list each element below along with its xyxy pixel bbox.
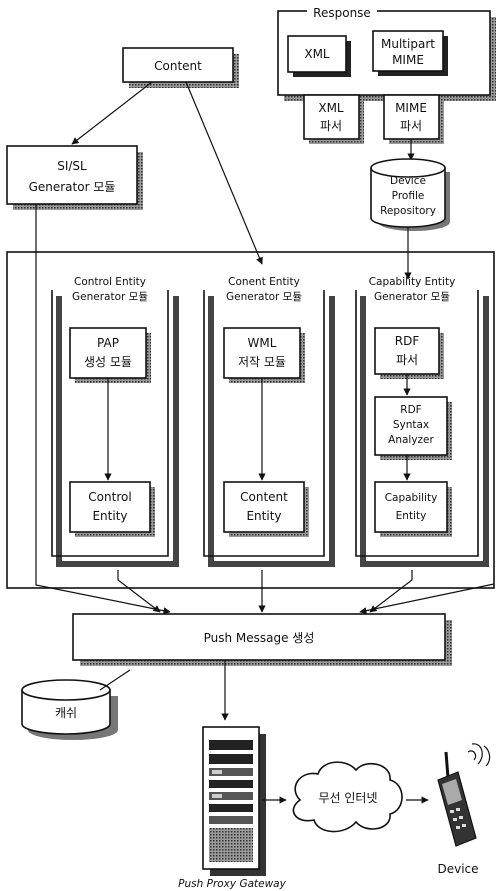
svg-text:Generator 모듈: Generator 모듈 <box>72 291 148 303</box>
svg-text:Content: Content <box>154 59 202 73</box>
svg-text:Capability Entity: Capability Entity <box>369 276 456 288</box>
content-box: Content <box>123 48 239 88</box>
ppg-label: Push Proxy Gateway <box>178 878 286 890</box>
svg-text:Capability: Capability <box>385 492 438 504</box>
svg-text:Content: Content <box>240 490 288 504</box>
cache-cylinder: 캐쉬 <box>22 680 118 740</box>
capability-entity-generator: Capability Entity Generator 모듈 RDF 파서 RD… <box>356 276 486 564</box>
mime-parser: MIME 파서 <box>384 95 444 144</box>
response-title: Response <box>313 6 371 20</box>
svg-text:Control Entity: Control Entity <box>74 276 146 288</box>
svg-text:RDF: RDF <box>395 334 420 348</box>
push-message-box: Push Message 생성 <box>73 614 452 666</box>
server-icon <box>203 727 266 876</box>
svg-text:RDF: RDF <box>400 404 421 416</box>
svg-text:Analyzer: Analyzer <box>388 434 434 446</box>
svg-text:파서: 파서 <box>320 119 342 133</box>
svg-text:Syntax: Syntax <box>393 419 429 431</box>
svg-text:Push Message 생성: Push Message 생성 <box>204 631 315 645</box>
svg-text:생성 모듈: 생성 모듈 <box>84 355 132 369</box>
svg-text:SI/SL: SI/SL <box>57 159 87 173</box>
svg-text:PAP: PAP <box>97 336 119 350</box>
capability-entity-box <box>375 482 447 532</box>
svg-text:Entity: Entity <box>396 510 427 522</box>
cloud-icon: 무선 인터넷 <box>293 762 402 831</box>
response-group: Response XML Multipart MIME <box>278 5 496 101</box>
svg-text:WML: WML <box>248 336 277 350</box>
svg-text:XML: XML <box>318 101 344 115</box>
wireless-internet-label: 무선 인터넷 <box>318 791 377 805</box>
xml-parser: XML 파서 <box>304 95 364 144</box>
sisl-generator-box: SI/SL Generator 모듈 <box>7 146 143 210</box>
multipart-label-2: MIME <box>392 53 424 67</box>
svg-text:MIME: MIME <box>395 101 427 115</box>
svg-text:Generator 모듈: Generator 모듈 <box>29 180 116 194</box>
device-label: Device <box>437 862 478 876</box>
svg-text:Generator 모듈: Generator 모듈 <box>374 291 450 303</box>
svg-text:Generator 모듈: Generator 모듈 <box>226 291 302 303</box>
svg-text:Profile: Profile <box>392 190 425 202</box>
svg-text:Entity: Entity <box>92 509 127 523</box>
content-entity-generator: Conent Entity Generator 모듈 WML 저작 모듈 Con… <box>204 276 332 564</box>
svg-text:저작 모듈: 저작 모듈 <box>238 355 286 369</box>
svg-text:파서: 파서 <box>396 353 418 367</box>
svg-text:Entity: Entity <box>246 509 281 523</box>
device-profile-repository: Device Profile Repository <box>371 159 450 231</box>
svg-text:Device: Device <box>390 175 426 187</box>
svg-text:Control: Control <box>88 490 131 504</box>
svg-text:Conent Entity: Conent Entity <box>228 276 300 288</box>
svg-text:Repository: Repository <box>380 205 436 217</box>
multipart-label-1: Multipart <box>381 37 435 51</box>
svg-text:파서: 파서 <box>400 119 422 133</box>
control-entity-generator: Control Entity Generator 모듈 PAP 생성 모듈 Co… <box>52 276 176 564</box>
svg-text:캐쉬: 캐쉬 <box>55 706 77 720</box>
phone-icon <box>438 744 490 846</box>
xml-label: XML <box>304 47 330 61</box>
